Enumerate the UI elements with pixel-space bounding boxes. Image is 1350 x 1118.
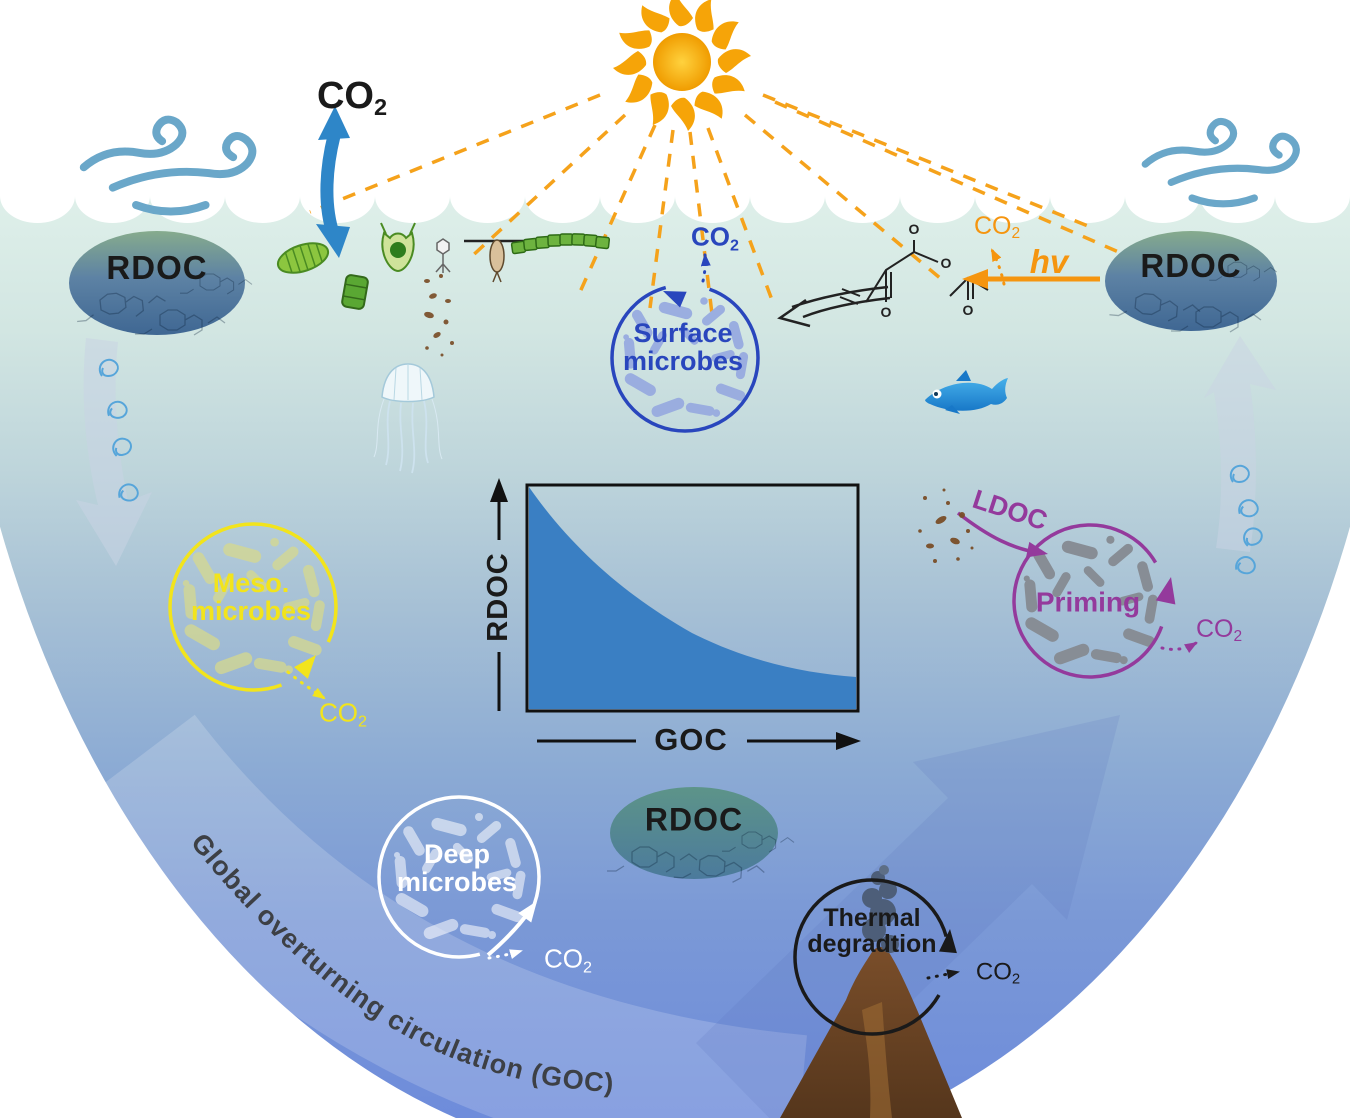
chart-area (529, 487, 856, 709)
svg-text:O: O (909, 221, 920, 237)
chart-box (525, 483, 860, 713)
surface-microbes-circle (610, 253, 760, 433)
copepod-icon (464, 239, 530, 283)
priming-circle (1012, 523, 1198, 679)
rdoc-goc-chart (490, 478, 861, 750)
ldoc-arrow (956, 511, 1050, 562)
jellyfish-icon (373, 363, 443, 474)
marine-snow-upper (424, 274, 454, 357)
goc-arrow-up (1204, 336, 1276, 578)
meso-microbes-circle (168, 522, 338, 700)
molecule-atom-labels: O O O O (881, 221, 974, 320)
priming-co2-arrow (1160, 641, 1198, 653)
svg-text:O: O (881, 304, 892, 320)
diatom-barrel-icon (341, 274, 369, 310)
photo-co2-arrow (990, 248, 1006, 286)
sun-icon (613, 0, 751, 131)
hv-arrow (962, 248, 1100, 289)
goc-arrow-down (76, 338, 152, 566)
algae-chain-icon (510, 233, 611, 255)
svg-text:O: O (941, 255, 952, 271)
rdoc-ellipse-left (69, 231, 253, 336)
fish-icon (925, 370, 1008, 414)
virus-icon (435, 238, 451, 273)
diatom-disc-icon (276, 242, 330, 274)
rdoc-ellipse-right (1105, 231, 1278, 333)
goc-current-band (75, 714, 807, 1118)
flagellate-icon (380, 222, 416, 273)
volcano-smoke-icon (862, 871, 899, 953)
sun-rays (309, 93, 1147, 315)
goc-arrow-bottom (696, 715, 1120, 1118)
co2-exchange-arrow (316, 106, 350, 258)
thermal-degradation-circle (793, 878, 960, 1036)
marine-snow-right (918, 488, 974, 563)
photoproduct-to-microbes-arrow (777, 285, 891, 328)
deep-microbes-circle (377, 795, 544, 960)
rdoc-ellipse-deep (606, 787, 795, 886)
deep-co2-arrow (487, 949, 523, 960)
svg-text:O: O (963, 302, 974, 318)
surface-co2-arrow (700, 253, 711, 283)
